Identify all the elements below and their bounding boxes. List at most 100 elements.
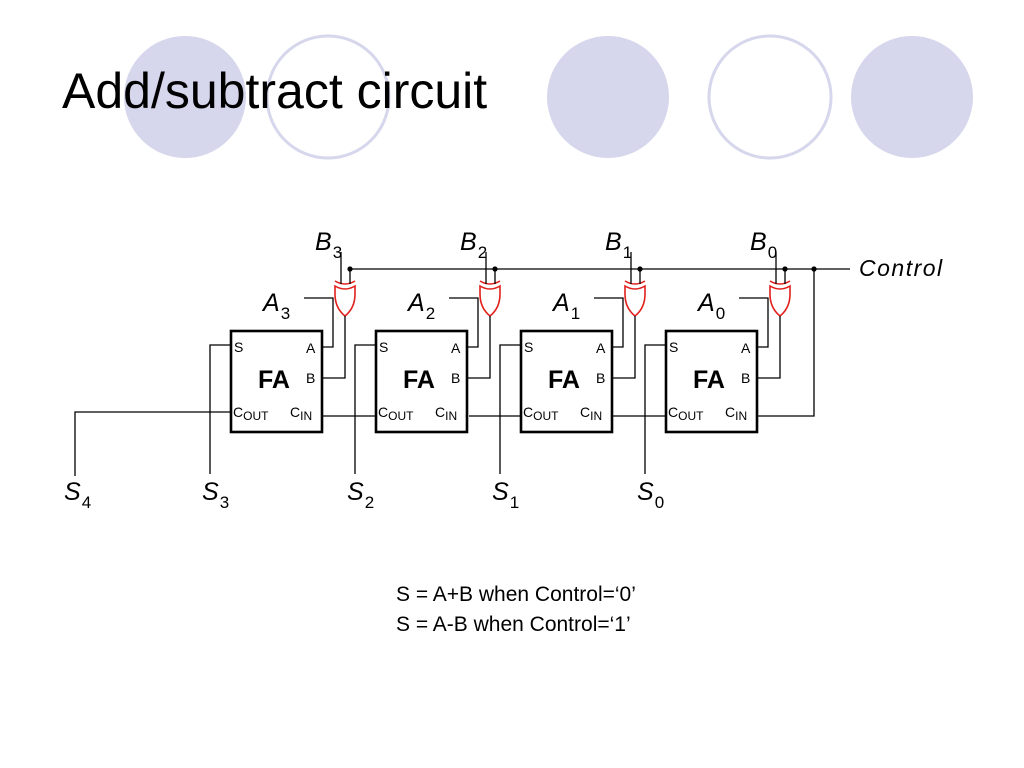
cout-sub: OUT	[678, 409, 704, 423]
b-sub: 0	[768, 243, 777, 262]
port-a: A	[596, 340, 606, 356]
port-b: B	[596, 370, 605, 386]
full-adder-block	[664, 329, 759, 434]
port-b: B	[451, 370, 460, 386]
stage-wires	[209, 252, 351, 474]
junction-dot	[637, 266, 643, 272]
equation-subtract: S = A-B when Control=‘1’	[396, 613, 631, 636]
a-input-label: A2	[406, 289, 435, 323]
s-main: S	[202, 478, 219, 506]
junction-dot	[811, 266, 817, 272]
cout-main: C	[233, 404, 243, 420]
port-b-label: B	[596, 370, 605, 386]
s-main: S	[637, 478, 654, 506]
a-sub: 1	[571, 304, 580, 323]
port-b-label: B	[306, 370, 315, 386]
control-to-cin-wire	[758, 269, 815, 417]
b-input-label: B2	[460, 228, 487, 262]
port-s-label: S	[379, 339, 388, 355]
decor-circle	[547, 36, 669, 158]
s-output-wire	[499, 344, 522, 474]
a-input-wire	[739, 297, 769, 348]
cin-main: C	[290, 404, 300, 420]
port-s-label: S	[524, 339, 533, 355]
a-sub: 0	[716, 304, 725, 323]
slide-title: Add/subtract circuit	[62, 63, 488, 119]
port-a: A	[741, 340, 751, 356]
stage-wires	[354, 252, 496, 474]
fa-title: FA	[693, 366, 725, 394]
fa-title: FA	[258, 366, 290, 394]
s4-sub: 4	[82, 493, 91, 512]
b-main: B	[315, 228, 332, 256]
s4-label: S4	[64, 478, 91, 512]
s4-main: S	[64, 478, 81, 506]
a-input-label: A0	[696, 289, 725, 323]
cout-main: C	[668, 404, 678, 420]
s-output-label: S0	[637, 478, 664, 512]
port-cout-label: COUT	[233, 404, 269, 423]
s-output-label: S2	[347, 478, 374, 512]
port-cin-label: CIN	[580, 404, 602, 423]
port-s-label: S	[234, 339, 243, 355]
decor-circle	[851, 36, 973, 158]
junction-dot	[492, 266, 498, 272]
s-main: S	[347, 478, 364, 506]
cout-sub: OUT	[243, 409, 269, 423]
junction-dot	[347, 266, 353, 272]
s4-wire	[74, 411, 231, 476]
decor-circle	[265, 34, 391, 160]
fa-name: FA	[403, 366, 435, 394]
junction-dot	[782, 266, 788, 272]
s-sub: 2	[365, 493, 374, 512]
b-input-label: B0	[750, 228, 777, 262]
b-input-label: B1	[605, 228, 632, 262]
a-input-wire	[594, 297, 624, 348]
port-a: A	[451, 340, 461, 356]
port-a-label: A	[596, 340, 606, 356]
a-input-wire	[304, 297, 334, 348]
a-sub: 3	[281, 304, 290, 323]
port-b: B	[741, 370, 750, 386]
b-main: B	[750, 228, 767, 256]
port-cin-label: CIN	[725, 404, 747, 423]
decor-circle	[707, 34, 833, 160]
cin-sub: IN	[445, 409, 457, 423]
b-sub: 2	[478, 243, 487, 262]
a-main: A	[696, 289, 715, 317]
a-main: A	[406, 289, 425, 317]
fa-title: FA	[403, 366, 435, 394]
cin-main: C	[725, 404, 735, 420]
fa-title: FA	[548, 366, 580, 394]
b-input-label: B3	[315, 228, 342, 262]
fa-name: FA	[693, 366, 725, 394]
cout-sub: OUT	[533, 409, 559, 423]
a-main: A	[551, 289, 570, 317]
b-main: B	[460, 228, 477, 256]
cout-main: C	[378, 404, 388, 420]
port-a: A	[306, 340, 316, 356]
a-input-wire	[449, 297, 479, 348]
cin-main: C	[435, 404, 445, 420]
fa-name: FA	[548, 366, 580, 394]
a-main: A	[261, 289, 280, 317]
port-a-label: A	[741, 340, 751, 356]
cout-main: C	[523, 404, 533, 420]
port-b-label: B	[451, 370, 460, 386]
stage-wires	[499, 252, 641, 474]
fa-name: FA	[258, 366, 290, 394]
port-s: S	[524, 339, 533, 355]
s-output-label: S1	[492, 478, 519, 512]
cin-main: C	[580, 404, 590, 420]
cin-sub: IN	[735, 409, 747, 423]
xor-output-wire	[758, 316, 781, 379]
port-cin-label: CIN	[290, 404, 312, 423]
xor-gate	[334, 284, 356, 318]
port-b: B	[306, 370, 315, 386]
xor-output-wire	[468, 316, 491, 379]
s-output-label: S3	[202, 478, 229, 512]
